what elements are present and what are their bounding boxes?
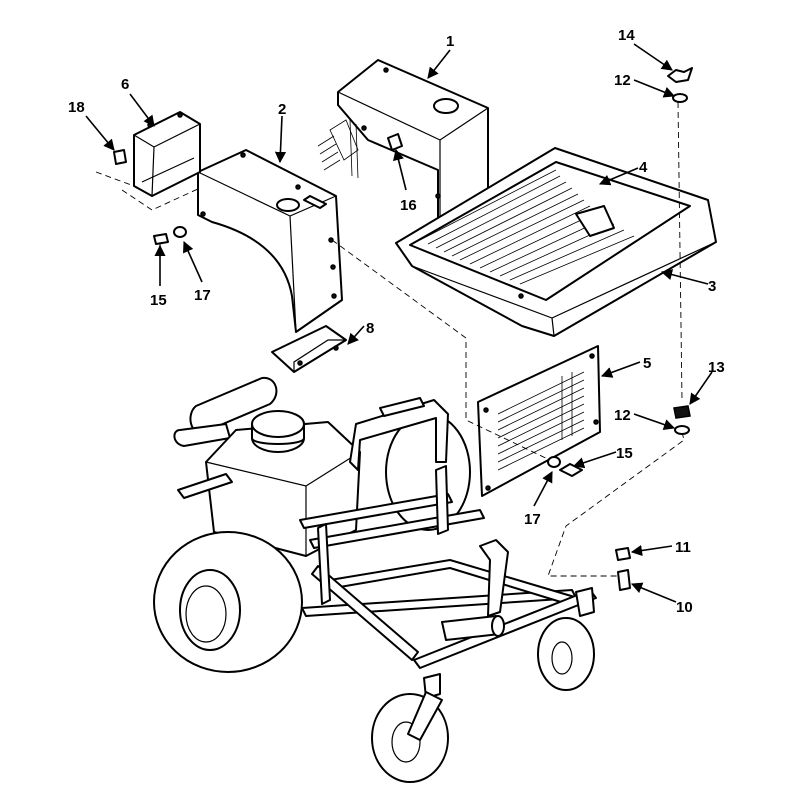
part-13-nut xyxy=(673,405,691,419)
part-5-grille-panel xyxy=(477,345,601,497)
part-1-rear-cover xyxy=(317,59,489,229)
callout-17-right: 17 xyxy=(524,511,541,528)
part-12-washer-bottom xyxy=(674,425,690,435)
callout-10: 10 xyxy=(676,599,693,616)
part-15-bolt-right xyxy=(559,463,583,477)
callout-15-right: 15 xyxy=(616,445,633,462)
callout-17-left: 17 xyxy=(194,287,211,304)
callout-12-bottom: 12 xyxy=(614,407,631,424)
leader-lines xyxy=(85,43,713,603)
callout-3: 3 xyxy=(708,278,716,295)
callout-1: 1 xyxy=(446,33,454,50)
callout-12-top: 12 xyxy=(614,72,631,89)
callout-8: 8 xyxy=(366,320,374,337)
mower-chassis xyxy=(153,376,597,783)
callout-18: 18 xyxy=(68,99,85,116)
part-6-bracket xyxy=(95,111,201,211)
callout-13: 13 xyxy=(708,359,725,376)
callout-15-left: 15 xyxy=(150,292,167,309)
hardware xyxy=(113,67,693,591)
callout-2: 2 xyxy=(278,101,286,118)
callout-4: 4 xyxy=(639,159,648,176)
part-8-bracket xyxy=(271,325,347,373)
callout-14: 14 xyxy=(618,27,635,44)
callout-6: 6 xyxy=(121,76,129,93)
part-17-washer-right xyxy=(547,456,561,468)
part-15-bolt-left xyxy=(153,233,169,258)
callout-16: 16 xyxy=(400,197,417,214)
part-4-seat-mat xyxy=(409,161,691,301)
part-14-wing-nut xyxy=(667,67,693,83)
callout-5: 5 xyxy=(643,355,651,372)
part-2-left-cover xyxy=(197,149,343,333)
part-12-washer-top xyxy=(672,93,688,103)
part-18-nut xyxy=(113,149,127,165)
callout-labels: 1 2 3 4 5 6 8 10 11 12 12 13 14 15 15 16… xyxy=(68,27,725,616)
part-17-washer-left xyxy=(173,226,187,238)
part-16-nut xyxy=(387,133,403,151)
callout-11: 11 xyxy=(675,539,691,556)
part-10-bolt xyxy=(617,569,631,591)
part-11-nut xyxy=(615,547,631,561)
